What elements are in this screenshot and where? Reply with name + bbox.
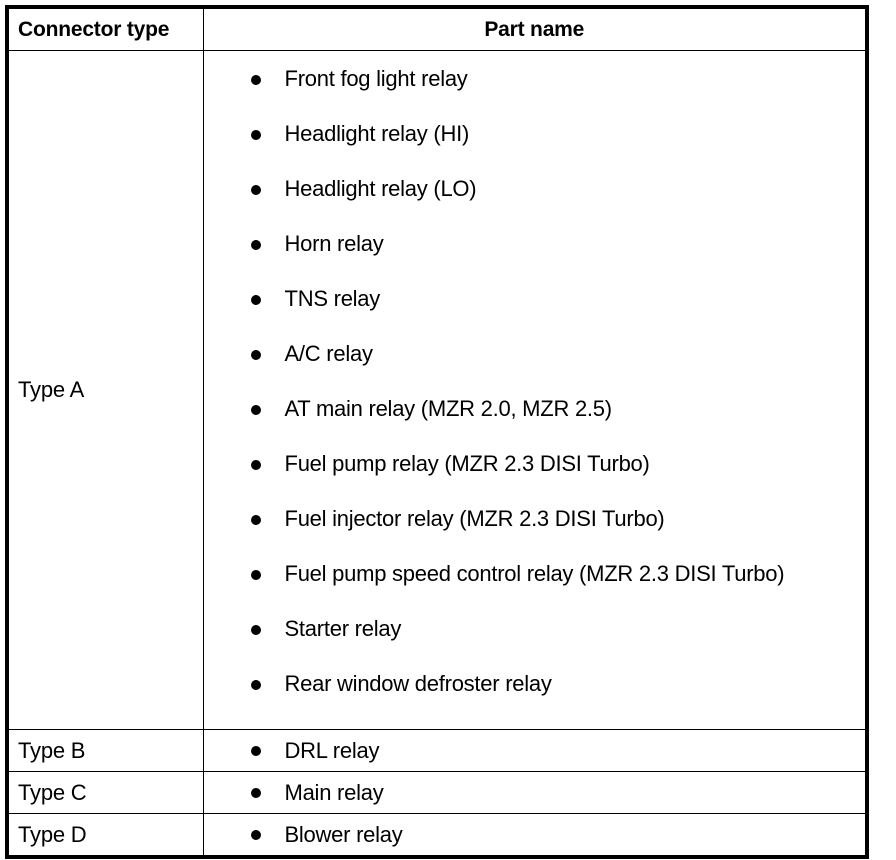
part-name-label: Horn relay (284, 231, 384, 256)
list-item: Headlight relay (LO) (204, 171, 866, 226)
list-item: Front fog light relay (204, 61, 866, 116)
bullet-icon (250, 515, 261, 525)
part-name-label: Rear window defroster relay (284, 671, 552, 696)
cell-part-name: Blower relay (202, 813, 868, 858)
cell-part-name: Front fog light relay Headlight relay (H… (202, 50, 868, 730)
cell-connector-type: Type C (6, 771, 204, 814)
part-name-label: AT main relay (MZR 2.0, MZR 2.5) (284, 396, 613, 421)
bullet-icon (250, 75, 261, 85)
table-row: Type A Front fog light relay Headlight r… (6, 50, 868, 730)
list-item: Blower relay (204, 814, 866, 855)
bullet-icon (250, 830, 261, 840)
table-row: Type B DRL relay (6, 729, 868, 772)
list-item: AT main relay (MZR 2.0, MZR 2.5) (204, 391, 866, 446)
list-item: Rear window defroster relay (204, 666, 866, 721)
cell-connector-type: Type A (6, 50, 204, 730)
bullet-icon (250, 680, 261, 690)
part-name-list: Front fog light relay Headlight relay (H… (204, 51, 866, 729)
bullet-icon (250, 295, 261, 305)
cell-connector-type: Type D (6, 813, 204, 858)
table-body: Type A Front fog light relay Headlight r… (6, 50, 868, 858)
list-item: Fuel injector relay (MZR 2.3 DISI Turbo) (204, 501, 866, 556)
part-name-label: Fuel pump relay (MZR 2.3 DISI Turbo) (284, 451, 650, 476)
part-name-label: Headlight relay (HI) (284, 121, 470, 146)
list-item: TNS relay (204, 281, 866, 336)
part-name-label: Fuel pump speed control relay (MZR 2.3 D… (284, 561, 785, 586)
table-header-row: Connector type Part name (6, 6, 868, 51)
bullet-icon (250, 130, 261, 140)
table-row: Type C Main relay (6, 771, 868, 814)
part-name-list: Blower relay (204, 814, 866, 855)
part-name-label: Blower relay (284, 822, 403, 847)
part-name-label: TNS relay (284, 286, 381, 311)
bullet-icon (250, 746, 261, 756)
part-name-list: Main relay (204, 772, 866, 813)
part-name-label: A/C relay (284, 341, 373, 366)
bullet-icon (250, 460, 261, 470)
part-name-label: Headlight relay (LO) (284, 176, 477, 201)
table-row: Type D Blower relay (6, 813, 868, 858)
cell-part-name: DRL relay (202, 729, 868, 772)
column-header-part-name: Part name (202, 6, 868, 51)
list-item: Starter relay (204, 611, 866, 666)
bullet-icon (250, 788, 261, 798)
part-name-label: Main relay (284, 780, 384, 805)
part-name-label: Front fog light relay (284, 66, 468, 91)
cell-connector-type: Type B (6, 729, 204, 772)
cell-part-name: Main relay (202, 771, 868, 814)
bullet-icon (250, 240, 261, 250)
part-name-list: DRL relay (204, 730, 866, 771)
list-item: DRL relay (204, 730, 866, 771)
part-name-label: DRL relay (284, 738, 380, 763)
list-item: A/C relay (204, 336, 866, 391)
list-item: Fuel pump speed control relay (MZR 2.3 D… (204, 556, 866, 611)
list-item: Horn relay (204, 226, 866, 281)
bullet-icon (250, 405, 261, 415)
part-name-label: Starter relay (284, 616, 402, 641)
list-item: Main relay (204, 772, 866, 813)
column-header-connector-type: Connector type (6, 6, 204, 51)
bullet-icon (250, 570, 261, 580)
list-item: Fuel pump relay (MZR 2.3 DISI Turbo) (204, 446, 866, 501)
bullet-icon (250, 350, 261, 360)
list-item: Headlight relay (HI) (204, 116, 866, 171)
part-name-label: Fuel injector relay (MZR 2.3 DISI Turbo) (284, 506, 665, 531)
bullet-icon (250, 185, 261, 195)
connector-part-table: Connector type Part name Type A Front fo… (5, 5, 869, 859)
table-header: Connector type Part name (6, 6, 868, 51)
bullet-icon (250, 625, 261, 635)
